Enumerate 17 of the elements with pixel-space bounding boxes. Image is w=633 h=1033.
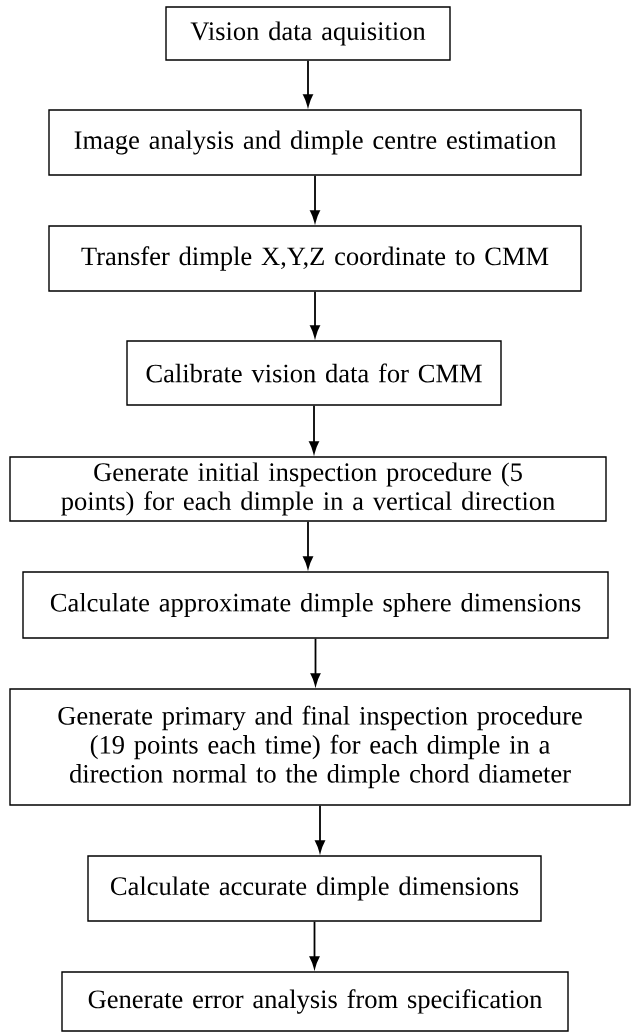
process-box: Generate primary and final inspection procedure (19 points each time) for each dimple in a direction normal to the dimple chord diameter (9, 688, 631, 806)
arrow (310, 290, 320, 338)
process-box: Generate initial inspection procedure (5 points) for each dimple in a vertical direction (9, 456, 607, 522)
process-box: Generate error analysis from specification (61, 971, 569, 1032)
arrow (303, 59, 313, 107)
arrow (309, 404, 319, 454)
process-box: Calibrate vision data for CMM (126, 340, 502, 406)
process-box: Calculate accurate dimple dimensions (87, 855, 542, 922)
arrow (310, 637, 321, 686)
arrow (310, 174, 320, 223)
process-box: Transfer dimple X,Y,Z coordinate to CMM (48, 225, 582, 292)
process-box: Image analysis and dimple centre estimation (48, 109, 582, 176)
arrow (303, 520, 313, 569)
process-box: Vision data aquisition (165, 6, 451, 61)
arrow (309, 920, 320, 969)
arrow (315, 804, 325, 853)
process-box: Calculate approximate dimple sphere dimensions (22, 571, 609, 639)
